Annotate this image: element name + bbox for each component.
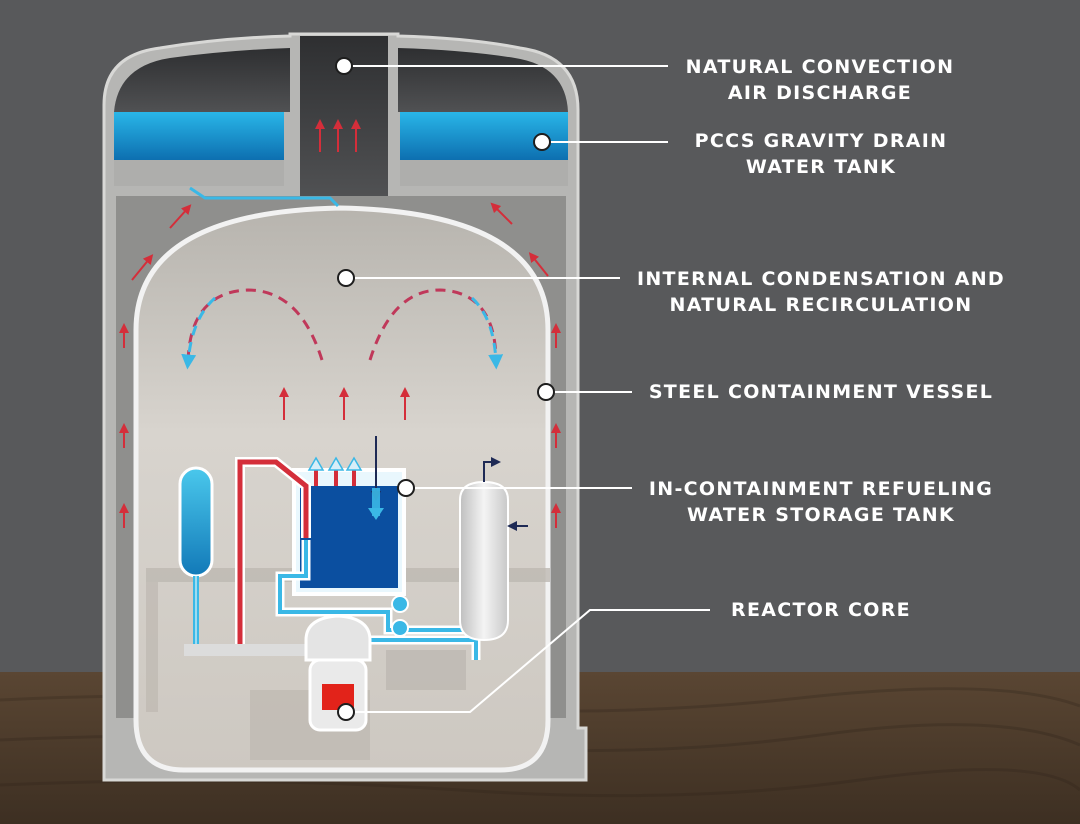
label-reactor-core-line1: REACTOR CORE xyxy=(731,599,911,621)
label-reactor-core: REACTOR CORE xyxy=(716,597,926,623)
label-condensation-line2: NATURAL RECIRCULATION xyxy=(669,294,973,316)
accumulator-tank xyxy=(178,466,214,578)
label-steel-vessel-line1: STEEL CONTAINMENT VESSEL xyxy=(648,381,994,403)
reactor-vessel xyxy=(304,614,372,732)
internal-rising-arrows xyxy=(279,387,410,420)
label-pccs-tank-line1: PCCS GRAVITY DRAIN xyxy=(694,130,948,152)
label-pccs-tank-line2: WATER TANK xyxy=(745,156,897,178)
pump-upper xyxy=(391,595,409,613)
annulus-air-flow-arrows xyxy=(119,119,561,528)
label-refueling-tank-line2: WATER STORAGE TANK xyxy=(686,504,956,526)
steam-generator xyxy=(459,457,528,642)
dome-cavity-left xyxy=(114,48,290,112)
label-air-discharge-line1: NATURAL CONVECTION xyxy=(685,56,955,78)
recirculation-arcs xyxy=(181,288,504,370)
label-refueling-tank: IN-CONTAINMENT REFUELING WATER STORAGE T… xyxy=(636,476,1006,528)
label-steel-vessel: STEEL CONTAINMENT VESSEL xyxy=(636,379,1006,405)
label-refueling-tank-line1: IN-CONTAINMENT REFUELING xyxy=(648,478,994,500)
callout-leaders xyxy=(335,57,710,721)
pccs-drain-line xyxy=(189,186,340,208)
pump-lower xyxy=(391,619,409,637)
irwst-vent-arrows xyxy=(307,456,363,486)
dome-cavity-right xyxy=(398,48,568,112)
label-air-discharge-line2: AIR DISCHARGE xyxy=(727,82,913,104)
label-air-discharge: NATURAL CONVECTION AIR DISCHARGE xyxy=(675,54,965,106)
label-pccs-tank: PCCS GRAVITY DRAIN WATER TANK xyxy=(676,128,966,180)
label-condensation: INTERNAL CONDENSATION AND NATURAL RECIRC… xyxy=(626,266,1016,318)
pccs-tank-left xyxy=(114,112,284,160)
label-condensation-line1: INTERNAL CONDENSATION AND xyxy=(636,268,1005,290)
